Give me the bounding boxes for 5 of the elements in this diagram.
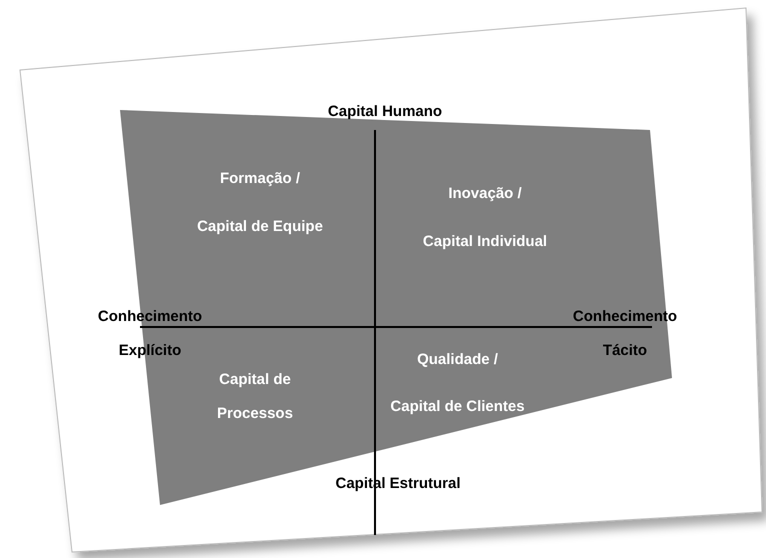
quadrant-label: Capital de Processos bbox=[216, 370, 294, 424]
quadrant-label: Inovação / Capital Individual bbox=[422, 184, 548, 252]
quadrant-label: Qualidade / Capital de Clientes bbox=[389, 350, 526, 417]
quadrant-label: Formação / Capital de Equipe bbox=[196, 169, 324, 237]
axis-label: Capital Humano bbox=[326, 102, 444, 122]
